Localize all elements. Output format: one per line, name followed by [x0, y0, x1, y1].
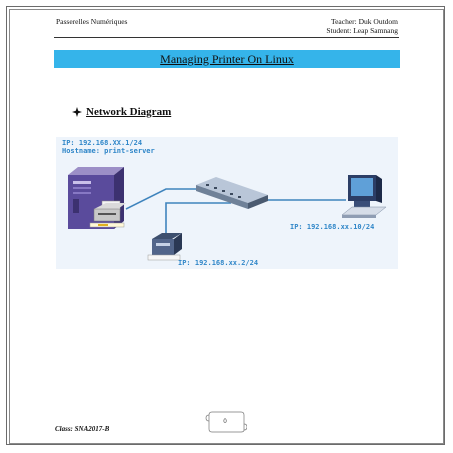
switch-icon	[196, 177, 268, 209]
printer-ip-label: IP: 192.168.xx.2/24	[178, 259, 259, 267]
page-border-outer	[6, 6, 445, 445]
network-printer-icon	[147, 233, 182, 261]
client-computer-icon	[341, 175, 387, 218]
page-number-scroll: 0	[203, 410, 248, 439]
header-authors: Teacher: Duk Outdom Student: Leap Samnan…	[300, 17, 398, 35]
diamond-bullet-icon	[72, 107, 82, 117]
header-teacher: Teacher: Duk Outdom	[331, 17, 398, 26]
section-heading-label: Network Diagram	[86, 106, 172, 118]
section-heading: Network Diagram	[72, 106, 171, 118]
link-server-switch	[125, 188, 206, 210]
server-printer-icon	[89, 200, 126, 228]
page-title: Managing Printer On Linux	[160, 51, 294, 66]
server-hostname-label: Hostname: print-server	[62, 147, 155, 155]
header-rule	[54, 37, 399, 38]
network-links	[125, 188, 346, 245]
page-number: 0	[223, 419, 227, 425]
header-student: Student: Leap Samnang	[326, 26, 398, 35]
title-band: Managing Printer On Linux	[54, 50, 400, 68]
page-border-inner	[9, 9, 444, 444]
footer-class-label: Class: SNA2017-B	[55, 425, 110, 433]
server-ip-label: IP: 192.168.XX.1/24	[62, 139, 143, 147]
header-organization: Passerelles Numériques	[56, 17, 128, 26]
network-diagram: IP: 192.168.XX.1/24 Hostname: print-serv…	[56, 137, 398, 269]
client-ip-label: IP: 192.168.xx.10/24	[290, 223, 375, 231]
network-diagram-graphic	[68, 167, 387, 261]
link-switch-printer	[165, 202, 231, 245]
